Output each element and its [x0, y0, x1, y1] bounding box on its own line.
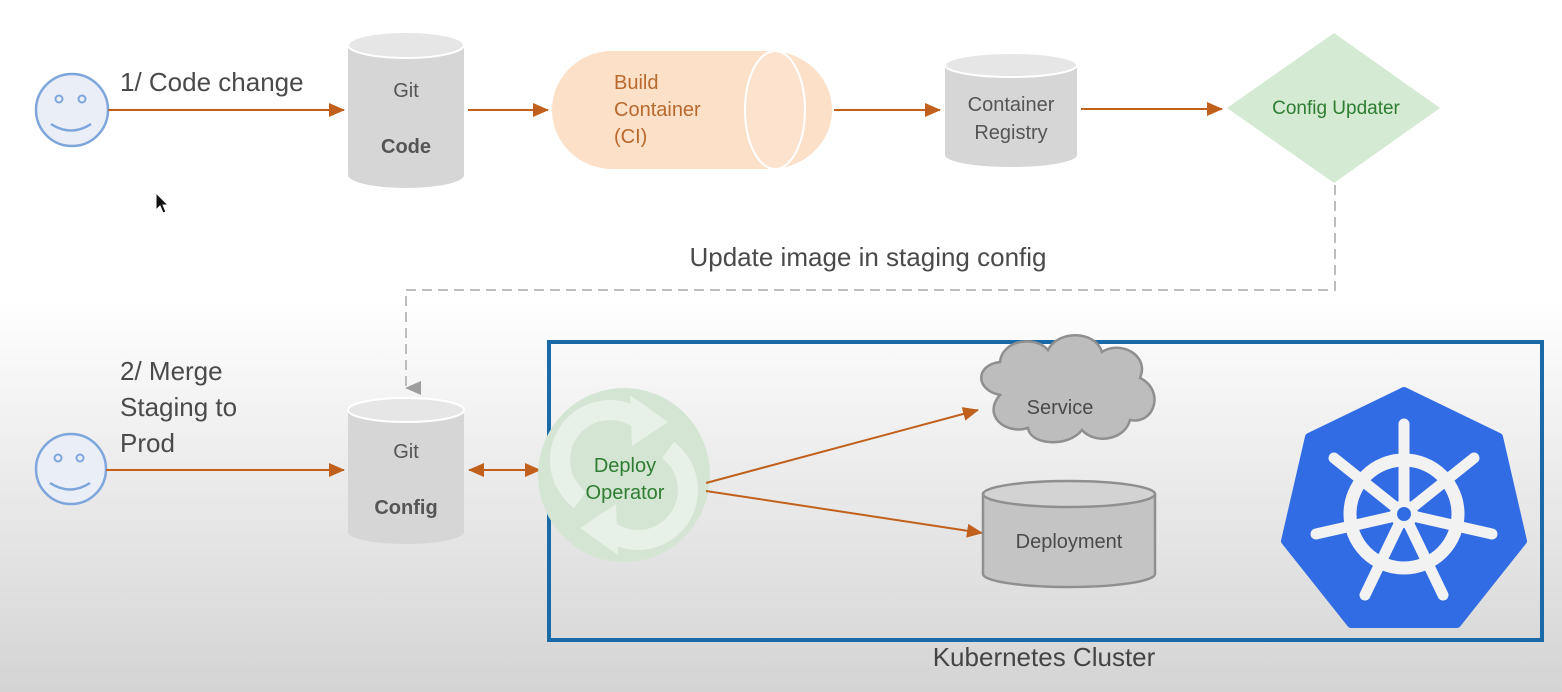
edge-operator-to-service: [705, 407, 979, 484]
git-code-line1: Git: [393, 80, 419, 102]
registry-line1: Container: [968, 94, 1055, 116]
config-updater[interactable]: Config Updater: [1227, 33, 1440, 183]
operator-line2: Operator: [586, 482, 665, 504]
deploy-operator[interactable]: Deploy Operator: [538, 388, 710, 562]
operator-line1: Deploy: [594, 455, 656, 477]
step2-line3: Prod: [120, 428, 175, 458]
smiley-face-icon: [34, 72, 110, 148]
step2-line2: Staging to: [120, 392, 237, 422]
registry-line2: Registry: [974, 122, 1047, 144]
kubernetes-helm-icon: [1281, 387, 1527, 628]
update-image-label: Update image in staging config: [689, 242, 1046, 272]
developer-2: [34, 432, 108, 506]
build-line1: Build: [614, 72, 658, 94]
git-code-repo[interactable]: Git Code: [347, 31, 465, 188]
step1-label: 1/ Code change: [120, 67, 304, 97]
edge-updater-to-git-config: [405, 185, 1336, 395]
smiley-face-icon: [34, 432, 108, 506]
mouse-pointer-icon: [155, 192, 170, 214]
build-line2: Container: [614, 99, 701, 121]
service-label: Service: [1027, 397, 1094, 419]
deployment-node[interactable]: Deployment: [981, 479, 1157, 589]
build-line3: (CI): [614, 126, 647, 148]
build-container-ci[interactable]: Build Container (CI): [552, 50, 832, 170]
sync-arrow-head-top: [630, 395, 668, 446]
git-code-line2: Code: [381, 136, 431, 158]
git-config-line1: Git: [393, 441, 419, 463]
cluster-label: Kubernetes Cluster: [933, 642, 1156, 672]
edge-operator-to-deployment: [705, 490, 983, 538]
service-node[interactable]: Service: [980, 334, 1156, 444]
sync-arrow-head-bottom: [580, 504, 618, 555]
deployment-label: Deployment: [1016, 531, 1123, 553]
container-registry[interactable]: Container Registry: [944, 52, 1078, 167]
step2-line1: 2/ Merge: [120, 356, 223, 386]
developer-1: [34, 72, 110, 148]
git-config-repo[interactable]: Git Config: [347, 397, 465, 544]
sync-arrows-icon: [550, 400, 698, 550]
updater-label: Config Updater: [1272, 98, 1400, 119]
git-config-line2: Config: [374, 497, 437, 519]
